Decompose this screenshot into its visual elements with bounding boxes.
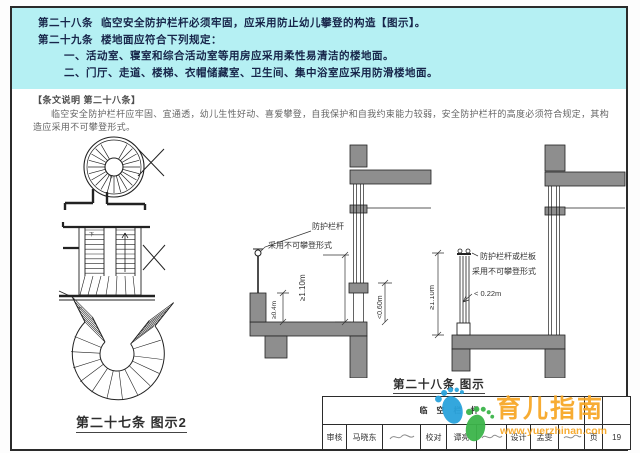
- commentary-block: 【条文说明 第二十八条】 临空安全防护栏杆应牢固、宜通透，幼儿生性好动、喜爱攀登…: [33, 93, 615, 133]
- dimension-lines: [432, 249, 479, 339]
- article-29-item-1: 一、活动室、寝室和综合活动室等用房应采用柔性易清洁的楼地面。: [64, 50, 394, 62]
- wall-lower: [544, 348, 566, 378]
- section-drawing-panel: ≥1.10m < 0.22m 防护栏杆或栏板 采用不可攀登形式: [430, 144, 626, 378]
- title-block-cell: [584, 396, 604, 425]
- down-label: 下: [89, 232, 94, 238]
- parapet: [249, 292, 267, 323]
- window-transom: [544, 206, 566, 216]
- not-allowed-x-icon: [142, 244, 166, 271]
- down-label: 下: [77, 307, 82, 313]
- down-label: 下: [108, 175, 113, 181]
- dim-gap: < 0.22m: [474, 289, 501, 298]
- stair-diagrams: 下 下 下: [58, 136, 174, 401]
- page-label: 页: [584, 424, 604, 450]
- dim-lower-rail: ≥0.4m: [271, 301, 278, 319]
- proofreader-name: 谭亮: [446, 424, 477, 450]
- window-glazing: [548, 186, 625, 335]
- section-drawing-railing: ≥1.10m ≥0.4m <0.60m 防护栏杆 采用不可攀登形式: [249, 144, 432, 378]
- label-protective-railing: 防护栏杆: [312, 221, 344, 231]
- dim-sill-height: <0.60m: [377, 295, 384, 319]
- reviewer-name: 马晓东: [346, 424, 383, 450]
- label-railing-or-panel: 防护栏杆或栏板: [480, 251, 536, 261]
- reviewer-label: 审核: [322, 424, 347, 450]
- railing: [253, 248, 263, 293]
- title-block: 临空栏杆 审核 马晓东 校对 谭亮 设计 孟雯 页 19: [321, 396, 632, 450]
- proofreader-label: 校对: [420, 424, 447, 450]
- figure-caption-article-28: 第二十八条 图示: [393, 376, 485, 394]
- beam: [451, 348, 471, 372]
- designer-name: 孟雯: [530, 424, 559, 450]
- floor-slab-upper: [544, 171, 626, 187]
- page-number: 19: [602, 424, 632, 450]
- regulation-band: 第二十八条临空安全防护栏杆必须牢固，应采用防止幼儿攀登的构造【图示】。 第二十九…: [12, 8, 626, 89]
- wall-lower: [349, 335, 368, 378]
- article-28-number: 第二十八条: [38, 17, 93, 29]
- article-28: 第二十八条临空安全防护栏杆必须牢固，应采用防止幼儿攀登的构造【图示】。: [38, 15, 616, 32]
- beam: [264, 335, 288, 359]
- floor-slab: [451, 334, 566, 350]
- commentary-title: 【条文说明 第二十八条】: [33, 95, 141, 105]
- dim-height: ≥1.10m: [298, 274, 307, 301]
- window-sill: [348, 282, 369, 294]
- wall-upper: [349, 144, 368, 168]
- dimension-lines: [259, 230, 392, 326]
- not-allowed-x-icon: [137, 148, 165, 177]
- wall-upper: [544, 144, 566, 172]
- article-29: 第二十九条楼地面应符合下列规定：: [38, 32, 616, 49]
- proofreader-signature: [476, 424, 507, 450]
- label-non-climbable: 采用不可攀登形式: [268, 240, 332, 250]
- railing-panel: [456, 248, 471, 336]
- curved-stair-plan: 下: [58, 290, 174, 401]
- article-29-item-2: 二、门厅、走道、楼梯、衣帽储藏室、卫生间、集中浴室应采用防滑楼地面。: [64, 66, 438, 79]
- spiral-stair-plan: 下: [63, 136, 147, 210]
- title-block-cell: [602, 396, 632, 425]
- figure-caption-article-27: 第二十七条 图示2: [76, 412, 187, 433]
- article-29-text: 楼地面应符合下列规定：: [101, 33, 222, 46]
- dim-height: ≥1.10m: [430, 285, 436, 310]
- commentary-body: 临空安全防护栏杆应牢固、宜通透，幼儿生性好动、喜爱攀登，自我保护和自我约束能力较…: [33, 109, 610, 132]
- label-non-climbable: 采用不可攀登形式: [472, 266, 536, 276]
- designer-label: 设计: [506, 424, 531, 450]
- window-transom: [349, 204, 368, 214]
- article-28-text: 临空安全防护栏杆必须牢固，应采用防止幼儿攀登的构造【图示】。: [101, 17, 426, 29]
- floor-slab-upper: [349, 169, 432, 185]
- straight-stair-plan: 下: [59, 222, 155, 301]
- floor-slab: [249, 321, 368, 337]
- designer-signature: [557, 424, 586, 450]
- article-29-number: 第二十九条: [38, 33, 93, 46]
- drawing-title: 临空栏杆: [321, 396, 586, 425]
- reviewer-signature: [382, 424, 421, 450]
- window-glazing: [353, 184, 431, 322]
